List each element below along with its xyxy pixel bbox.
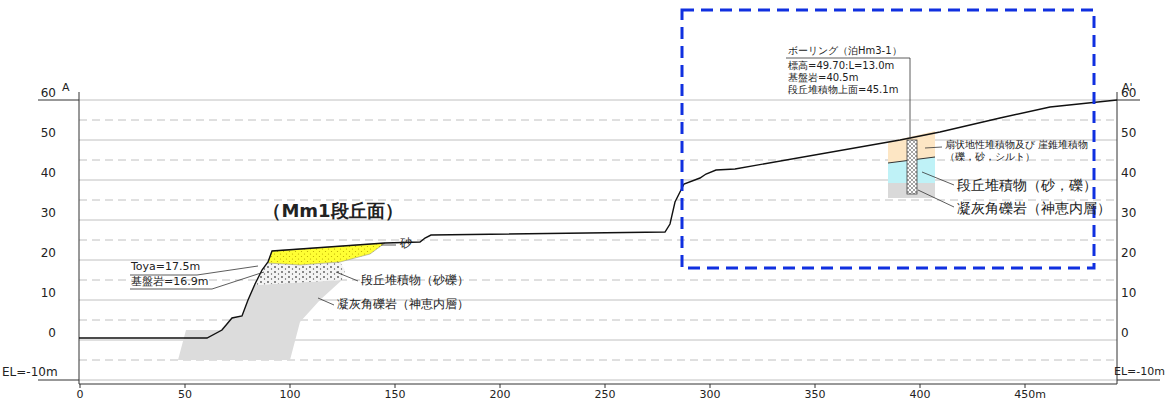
distance-tick: 350 <box>805 389 826 402</box>
section-end: A <box>62 82 70 95</box>
elevation-tick: 0 <box>48 327 56 341</box>
section-end: A' <box>1122 82 1133 95</box>
elevation-tick: EL=-10m <box>1114 366 1165 379</box>
layer-label: 段丘堆積物（砂，礫） <box>957 177 1097 193</box>
elevation-tick: 30 <box>1121 207 1136 221</box>
elevation-tick: 20 <box>1121 247 1136 261</box>
tuff-breccia-left <box>178 280 342 360</box>
axis-ticks <box>80 384 1025 388</box>
layer-label: 段丘堆積物（砂礫） <box>361 274 469 288</box>
grid-dashed <box>79 120 1117 360</box>
elevation-tick: 60 <box>41 87 56 101</box>
elevation-note: Toya=17.5m <box>131 261 200 274</box>
elevation-note: 基盤岩=16.9m <box>131 276 208 289</box>
distance-tick: 400 <box>910 389 931 402</box>
grid-lines <box>79 100 1117 380</box>
sand-layer <box>268 243 385 265</box>
elevation-tick: 20 <box>41 247 56 261</box>
distance-tick: 250 <box>595 389 616 402</box>
layer-label: 扇状地性堆積物及び 崖錐堆積物（礫，砂，シルト） <box>945 139 1091 162</box>
distance-tick: 100 <box>280 389 301 402</box>
borehole-name: ボーリング（泊Hm3-1） <box>788 45 902 57</box>
elevation-tick: 10 <box>41 287 56 301</box>
borehole-column <box>907 140 917 194</box>
borehole-data: 基盤岩=40.5m <box>788 72 858 84</box>
distance-tick: 150 <box>385 389 406 402</box>
elevation-tick: 40 <box>41 167 56 181</box>
elevation-tick: 50 <box>41 127 56 141</box>
layer-label: 凝灰角礫岩（神恵内層） <box>337 298 469 312</box>
layer-label: 砂 <box>400 237 412 251</box>
distance-tick: 0 <box>77 389 84 402</box>
borehole-data: 段丘堆積物上面=45.1m <box>788 84 898 96</box>
terrace-name: （Mm1段丘面） <box>263 201 402 222</box>
focus-frame <box>682 10 1094 268</box>
elevation-tick: 0 <box>1121 327 1129 341</box>
distance-tick: 300 <box>700 389 721 402</box>
elevation-tick: 10 <box>1121 287 1136 301</box>
elevation-tick: 30 <box>41 207 56 221</box>
distance-tick: 50 <box>178 389 192 402</box>
axis-frame <box>38 92 1160 384</box>
terrace-gravel-left <box>255 262 345 285</box>
elevation-tick: EL=-10m <box>2 366 58 380</box>
distance-tick: 450m <box>1014 389 1046 402</box>
elevation-tick: 40 <box>1121 167 1136 181</box>
ground-profile <box>79 100 1117 338</box>
layer-label: 凝灰角礫岩（神恵内層） <box>957 200 1111 216</box>
distance-tick: 200 <box>490 389 511 402</box>
borehole-data: 標高=49.70:L=13.0m <box>788 60 894 72</box>
elevation-tick: 50 <box>1121 127 1136 141</box>
